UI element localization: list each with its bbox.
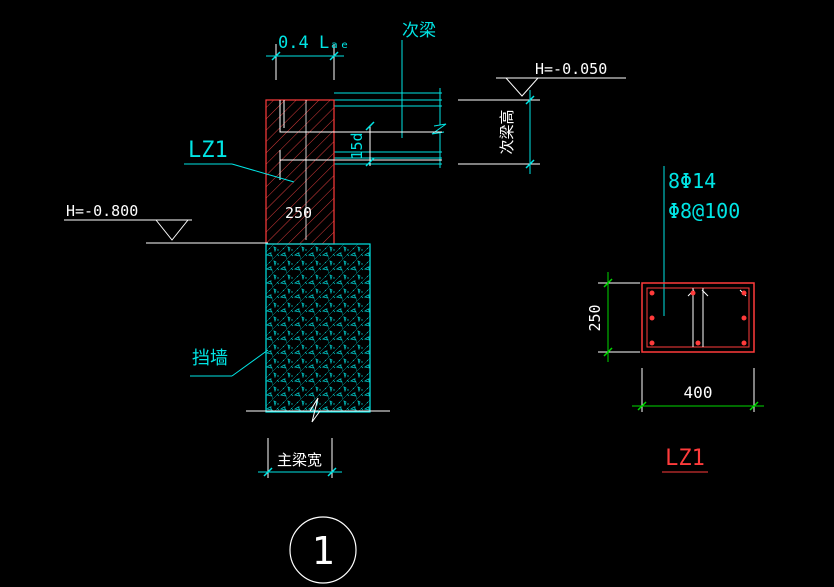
main-beam-width-label: 主梁宽: [277, 451, 322, 469]
column-tag-label: LZ1: [188, 138, 228, 163]
column-section: [641, 282, 755, 353]
section-main-rebar-label: 8Φ14: [668, 169, 716, 193]
column-lz1-elevation: 15d 250: [265, 99, 442, 245]
detail-number-label: 1: [312, 529, 335, 573]
section-height-label: 250: [586, 304, 604, 331]
section-width-dimension: 400: [632, 368, 764, 412]
section-stirrup-label: Φ8@100: [668, 199, 740, 223]
anchor-length-label: 0.4 Lₐₑ: [278, 33, 350, 53]
retaining-wall-callout: 挡墙: [190, 348, 269, 377]
secondary-beam-label: 次梁: [402, 21, 436, 41]
section-height-dimension: 250: [586, 272, 640, 362]
column-tag-callout: LZ1: [184, 138, 295, 183]
section-rebar-callout: 8Φ14 Φ8@100: [663, 166, 740, 316]
secondary-beam: [334, 88, 447, 168]
anchor-length-dimension: 0.4 Lₐₑ: [266, 33, 350, 80]
secondary-beam-callout: 次梁: [401, 21, 436, 138]
level-bottom-label: H=-0.800: [66, 202, 138, 220]
main-beam-width-dimension: 主梁宽: [258, 438, 342, 478]
section-width-label: 400: [684, 383, 713, 402]
retaining-wall: [246, 243, 390, 423]
level-mark-top: H=-0.050: [496, 60, 626, 97]
level-mark-bottom: H=-0.800: [64, 202, 268, 244]
column-width-label: 250: [285, 204, 312, 222]
level-top-label: H=-0.050: [535, 60, 607, 78]
beam-height-label: 次梁高: [498, 109, 516, 154]
section-title: LZ1: [662, 446, 708, 473]
detail-number-symbol: 1: [289, 516, 357, 584]
beam-height-dimension: 次梁高: [458, 90, 540, 174]
bend-length-label: 15d: [348, 132, 366, 159]
retaining-wall-label: 挡墙: [192, 348, 228, 369]
section-title-label: LZ1: [665, 446, 705, 471]
